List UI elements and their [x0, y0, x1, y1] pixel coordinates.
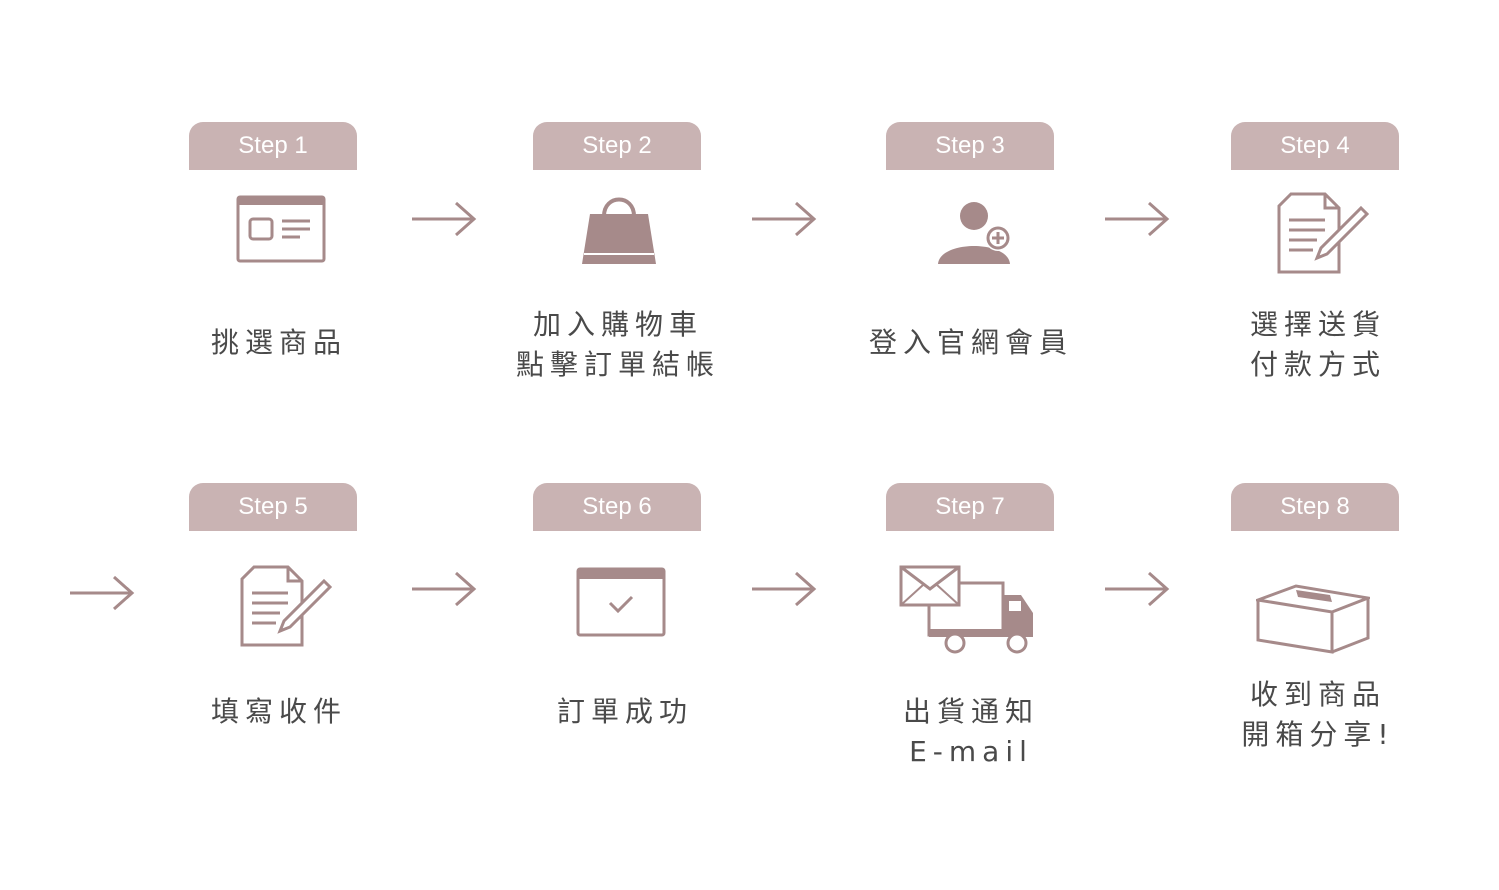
step-label: 挑選商品: [210, 326, 347, 359]
step-label: 填寫收件: [210, 695, 347, 728]
arrow-right-icon: [752, 201, 817, 237]
step-tab: Step 7: [886, 483, 1054, 531]
step-tab: Step 5: [189, 483, 357, 531]
shopping-bag-icon: [582, 197, 656, 264]
mail-truck-icon: [899, 565, 1033, 654]
step-label: 收到商品 開箱分享!: [1241, 678, 1395, 751]
document-pen-icon: [240, 565, 332, 647]
step-label: 出貨通知 E-mail: [902, 695, 1039, 768]
step-tab: Step 8: [1231, 483, 1399, 531]
step-label: 加入購物車 點擊訂單結帳: [515, 308, 720, 381]
arrow-right-icon: [412, 201, 477, 237]
browser-window-icon: [236, 195, 326, 263]
arrow-right-icon: [412, 571, 477, 607]
step-label: 選擇送貨 付款方式: [1249, 308, 1386, 381]
box-icon: [1256, 584, 1370, 654]
step-tab: Step 6: [533, 483, 701, 531]
step-label: 登入官網會員: [868, 326, 1073, 359]
arrow-right-icon: [70, 575, 135, 611]
document-pen-icon: [1277, 192, 1369, 274]
step-tab: Step 3: [886, 122, 1054, 170]
step-tab: Step 2: [533, 122, 701, 170]
arrow-right-icon: [1105, 201, 1170, 237]
arrow-right-icon: [1105, 571, 1170, 607]
step-tab: Step 1: [189, 122, 357, 170]
arrow-right-icon: [752, 571, 817, 607]
step-label: 訂單成功: [556, 695, 693, 728]
user-add-icon: [938, 202, 1011, 264]
step-tab: Step 4: [1231, 122, 1399, 170]
calendar-check-icon: [576, 567, 666, 637]
